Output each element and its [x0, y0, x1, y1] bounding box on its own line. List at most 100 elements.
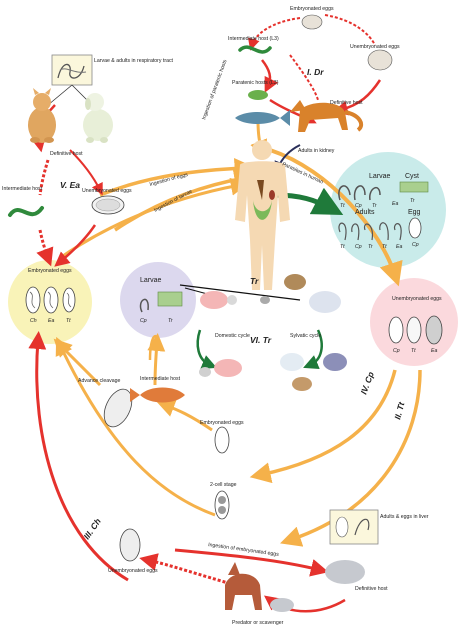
label-intermediate-host-fish: Intermediate host [140, 376, 181, 382]
cycle-ch-arc [28, 331, 129, 582]
rat-definitive-host [325, 560, 365, 584]
label-adults-panel: Adults [355, 209, 375, 216]
cycle-dr-arc-1 [247, 17, 301, 51]
paratenic-fish [235, 110, 290, 126]
panel-adults-tr: Tr [368, 244, 373, 250]
panel-adults-ea: Ea [396, 244, 402, 250]
cycle-cp-arc [249, 369, 397, 484]
respiratory-tract-inset [51, 54, 93, 86]
label-cycle-ch: III. Ch [81, 516, 102, 541]
label-unembryonated-eggs-bottom: Unembryonated eggs [108, 568, 158, 574]
inset-worm-2 [59, 68, 87, 73]
cycle-ea-arc-5 [69, 149, 103, 196]
panel-cyst [399, 181, 429, 193]
ingestion-eggs-arrow [99, 157, 256, 197]
panel-adults-cp: Cp [355, 244, 362, 250]
panel-egg-cp: Cp [412, 242, 419, 248]
label-definitive-host-ea: Definitive host [50, 151, 83, 157]
cycle-dr-arc-4 [261, 59, 279, 93]
label-egg-panel: Egg [408, 209, 421, 216]
label-larvae-center: Larvae [140, 277, 162, 284]
label-predator-scavenger: Predator or scavenger [232, 620, 284, 626]
panel-larvae-tt: Tt [340, 203, 345, 209]
fox-definitive-host [290, 100, 364, 132]
panel-adults-tt: Tt [340, 244, 345, 250]
ingestion-larvae-arrow [114, 169, 256, 232]
sylvatic-animals [260, 274, 347, 391]
inset-worm-1 [57, 63, 85, 79]
liver-worm [354, 518, 370, 536]
panel-egg [408, 217, 422, 239]
intermediate-fish [130, 387, 185, 403]
label-cycle-tr: VI. Tr [250, 335, 272, 345]
dr-unembryonated-eggs [367, 49, 393, 71]
left-egg-ea: Ea [48, 318, 54, 324]
panel-adults-tt2: Tt [382, 244, 387, 250]
label-cyst: Cyst [405, 173, 419, 180]
cat-illustration [28, 88, 56, 143]
label-sylvatic-cycle: Sylvatic cycle [290, 333, 321, 339]
advance-cleavage-egg [103, 388, 133, 428]
bottom-unembryonated-egg [119, 528, 141, 562]
label-domestic-cycle: Domestic cycle [215, 333, 250, 339]
label-cycle-ea: V. Ea [60, 180, 80, 190]
center-cyst-tr: Tr [168, 318, 173, 324]
label-embryonated-eggs-top: Embryonated eggs [290, 6, 334, 12]
sylvatic-cycle-arrow [303, 329, 323, 370]
cycle-ea-arc-2 [38, 159, 50, 196]
right-egg-tt: Tt [411, 348, 416, 354]
left-egg-tt: Tt [66, 318, 71, 324]
inset-line-left [47, 84, 73, 106]
ea-intermediate-worm [8, 206, 44, 217]
label-ingestion-paratenic: Ingestion of paratenic hosts [201, 59, 228, 121]
human-figure [235, 140, 290, 290]
center-larva [139, 298, 149, 313]
label-larvae-adults-resp: Larvae & adults in respiratory tract [94, 58, 174, 64]
eggs-to-human-arrow [59, 177, 249, 260]
label-advance-cleavage: Advance cleavage [78, 378, 121, 384]
panel-larvae-cp: Cp [355, 203, 362, 209]
panel-larvae-tr: Tr [372, 203, 377, 209]
label-definitive-host-ch: Definitive host [355, 586, 388, 592]
label-unembryonated-eggs-ea: Unembryonated eggs [82, 188, 132, 194]
dog-illustration [83, 93, 113, 143]
label-tr-center: Tr [250, 276, 259, 286]
label-adults-eggs-liver: Adults & eggs in liver [380, 514, 429, 520]
label-cycle-dr: I. Dr [307, 67, 324, 77]
label-intermediate-host-ea: Intermediate host [2, 186, 43, 192]
label-larvae-panel: Larvae [369, 173, 391, 180]
label-embryonated-eggs-mid: Embryonated eggs [200, 420, 244, 426]
domestic-cycle-arrow [196, 329, 217, 370]
tr-line-1 [179, 284, 301, 301]
embryonated-eggs-left [25, 286, 76, 314]
cycle-tt-arc [280, 369, 422, 547]
label-unembryonated-eggs-top: Unembryonated eggs [350, 44, 400, 50]
domestic-animals [199, 291, 242, 377]
two-cell-a [218, 496, 226, 504]
center-cyst [157, 291, 183, 307]
fish-to-larvae-arrow [147, 333, 166, 386]
right-egg-cp: Cp [393, 348, 400, 354]
embryonated-egg-mid [214, 426, 230, 454]
panel-larvae [338, 185, 381, 201]
cycle-ea-arc-4 [54, 224, 97, 267]
label-cycle-tt: II. Tt [392, 400, 406, 421]
label-intermediate-host-l3: Intermediate host (L3) [228, 36, 279, 42]
center-larvae-cp: Cp [140, 318, 147, 324]
label-adults-kidney: Adults in kidney [298, 148, 335, 154]
two-cell-egg [214, 490, 230, 520]
liver-egg [335, 516, 349, 538]
parasites-in-human-panel [330, 152, 446, 268]
embryonated-to-fish-arrow [156, 399, 213, 432]
cycle-ea-arc-3 [36, 229, 54, 267]
label-definitive-host-dr: Definitive host [330, 100, 363, 106]
predator-rat [270, 598, 294, 612]
cycle-dr-arc-2 [324, 14, 376, 46]
predator-fox [225, 562, 262, 610]
label-two-cell-stage: 2-cell stage [210, 482, 237, 488]
right-unembryonated-eggs [388, 315, 443, 345]
panel-adults [338, 222, 402, 241]
left-egg-ch: Ch [30, 318, 37, 324]
label-embryonated-eggs-left: Embryonated eggs [28, 268, 72, 274]
